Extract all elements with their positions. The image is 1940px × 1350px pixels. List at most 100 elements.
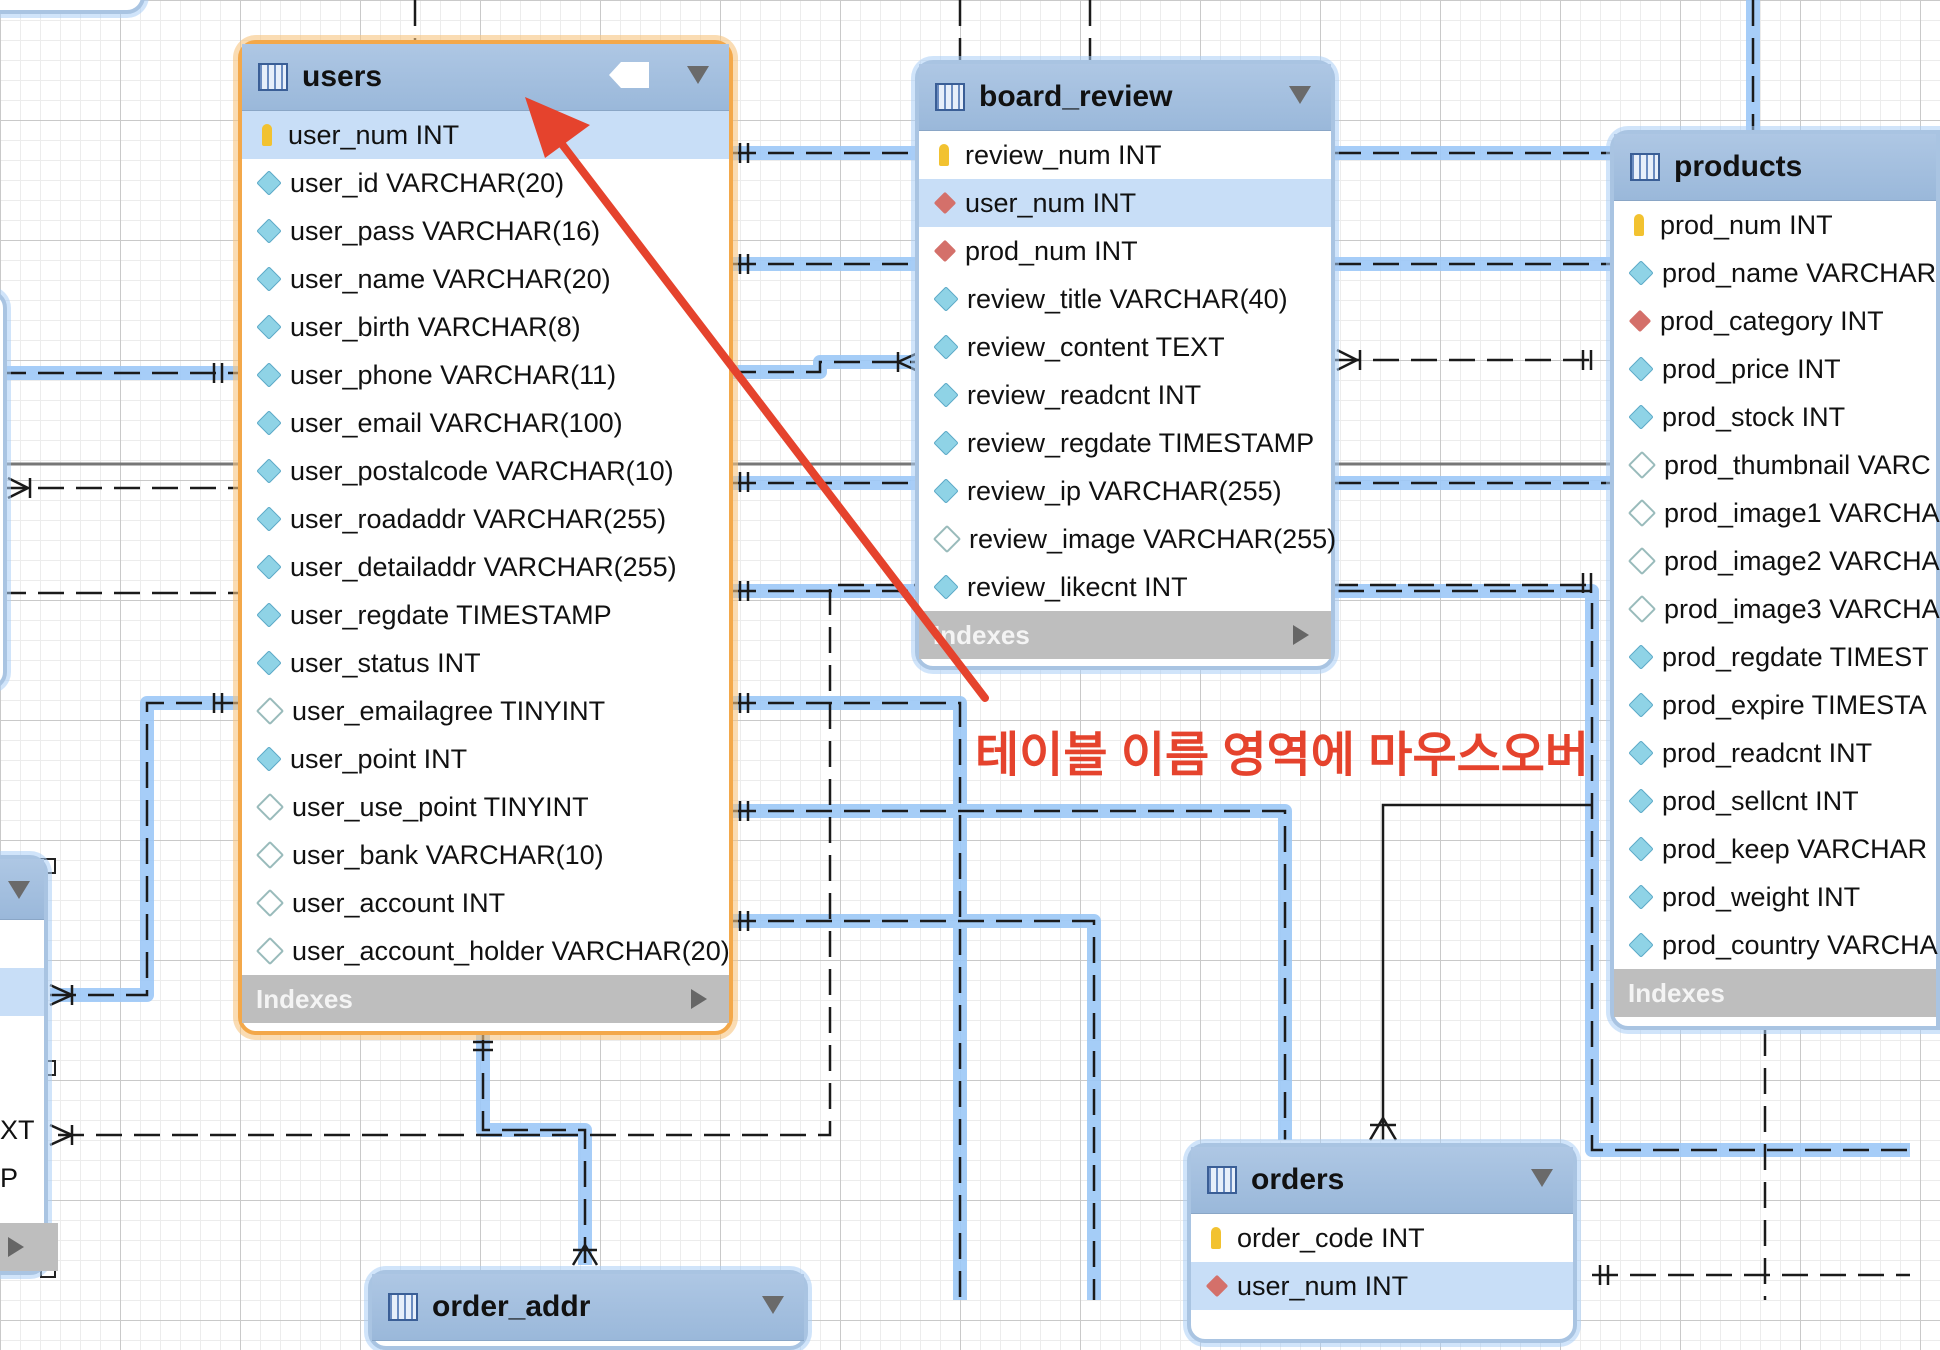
table-column[interactable]: user_phone VARCHAR(11) — [242, 351, 729, 399]
table-icon — [935, 83, 965, 111]
table-name: board_review — [979, 80, 1173, 113]
table-column[interactable]: prod_keep VARCHAR — [1614, 825, 1936, 873]
column-label: review_likecnt INT — [967, 571, 1188, 602]
table-column[interactable]: order_code INT — [1191, 1214, 1573, 1262]
table-column[interactable]: prod_category INT — [1614, 297, 1936, 345]
table-column[interactable]: prod_stock INT — [1614, 393, 1936, 441]
table-column[interactable]: prod_num INT — [1614, 201, 1936, 249]
column-label: prod_image3 VARCHA — [1664, 593, 1940, 624]
table-column[interactable]: review_regdate TIMESTAMP — [919, 419, 1331, 467]
column-diamond-icon — [256, 170, 282, 196]
column-diamond-icon — [256, 314, 282, 340]
tag-icon — [609, 62, 649, 88]
products-table-header[interactable]: products — [1614, 134, 1936, 201]
board-review-table[interactable]: board_review review_num INT user_num INT p… — [915, 60, 1336, 670]
column-diamond-icon — [256, 602, 282, 628]
column-label: user_email VARCHAR(100) — [290, 407, 623, 438]
table-column[interactable]: prod_readcnt INT — [1614, 729, 1936, 777]
partial-table-left[interactable] — [0, 855, 58, 1275]
indexes-footer[interactable]: Indexes — [1614, 969, 1936, 1017]
table-column[interactable]: review_num INT — [919, 131, 1331, 179]
table-column[interactable]: prod_image2 VARCHA — [1614, 537, 1940, 585]
table-column[interactable]: user_num INT — [242, 111, 729, 159]
orders-table[interactable]: orders order_code INT user_num INT — [1187, 1143, 1577, 1343]
table-column[interactable]: prod_image1 VARCHA — [1614, 489, 1940, 537]
table-column[interactable]: prod_weight INT — [1614, 873, 1936, 921]
table-column[interactable]: prod_expire TIMESTA — [1614, 681, 1936, 729]
table-column[interactable]: user_account_holder VARCHAR(20) — [242, 927, 730, 975]
table-column[interactable]: prod_name VARCHAR — [1614, 249, 1936, 297]
table-column[interactable]: user_email VARCHAR(100) — [242, 399, 729, 447]
indexes-label: Indexes — [1628, 977, 1725, 1008]
users-table-header[interactable]: users — [242, 44, 729, 111]
collapse-arrow-icon[interactable] — [762, 1296, 784, 1314]
board-review-table-header[interactable]: board_review — [919, 64, 1331, 131]
column-label: prod_price INT — [1662, 353, 1841, 384]
indexes-footer[interactable]: Indexes — [919, 611, 1331, 659]
partial-table-top-left[interactable] — [0, 0, 145, 14]
partial-table-left-upper[interactable] — [0, 290, 7, 690]
nullable-diamond-icon — [1627, 594, 1657, 624]
table-column[interactable]: review_title VARCHAR(40) — [919, 275, 1331, 323]
table-column[interactable]: user_num INT — [919, 179, 1331, 227]
table-column[interactable]: prod_thumbnail VARC — [1614, 441, 1936, 489]
column-diamond-icon — [933, 478, 959, 504]
table-column[interactable]: prod_image3 VARCHA — [1614, 585, 1940, 633]
table-column[interactable]: review_ip VARCHAR(255) — [919, 467, 1331, 515]
column-label: user_roadaddr VARCHAR(255) — [290, 503, 667, 534]
table-column[interactable]: user_use_point TINYINT — [242, 783, 729, 831]
table-column[interactable]: user_status INT — [242, 639, 729, 687]
table-column[interactable]: user_name VARCHAR(20) — [242, 255, 729, 303]
table-column[interactable]: user_point INT — [242, 735, 729, 783]
table-name: orders — [1251, 1163, 1345, 1196]
table-column[interactable]: user_account INT — [242, 879, 729, 927]
table-column[interactable]: user_emailagree TINYINT — [242, 687, 729, 735]
collapse-arrow-icon[interactable] — [687, 66, 709, 84]
orders-table-header[interactable]: orders — [1191, 1147, 1573, 1214]
table-column[interactable]: user_roadaddr VARCHAR(255) — [242, 495, 729, 543]
table-icon — [1630, 153, 1660, 181]
column-diamond-icon — [1628, 788, 1654, 814]
column-label: user_account_holder VARCHAR(20) — [292, 935, 730, 966]
nullable-diamond-icon — [1627, 450, 1657, 480]
table-column[interactable]: review_image VARCHAR(255) — [919, 515, 1336, 563]
table-column[interactable]: user_postalcode VARCHAR(10) — [242, 447, 729, 495]
table-column[interactable]: review_readcnt INT — [919, 371, 1331, 419]
order-addr-table[interactable]: order_addr — [368, 1270, 808, 1350]
column-diamond-icon — [1628, 740, 1654, 766]
table-column[interactable]: prod_country VARCHA — [1614, 921, 1938, 969]
expand-arrow-icon[interactable] — [8, 881, 30, 899]
table-column[interactable]: user_num INT — [1191, 1262, 1573, 1310]
column-diamond-icon — [256, 746, 282, 772]
table-column[interactable]: prod_num INT — [919, 227, 1331, 275]
nullable-diamond-icon — [255, 792, 285, 822]
table-column[interactable]: review_content TEXT — [919, 323, 1331, 371]
collapse-arrow-icon[interactable] — [1289, 86, 1311, 104]
expand-arrow-icon[interactable] — [1293, 625, 1309, 645]
order-addr-table-header[interactable]: order_addr — [372, 1274, 804, 1341]
column-label: user_name VARCHAR(20) — [290, 263, 611, 294]
table-column[interactable] — [0, 968, 44, 1016]
indexes-footer[interactable]: Indexes — [242, 975, 729, 1023]
table-column[interactable]: user_birth VARCHAR(8) — [242, 303, 729, 351]
column-diamond-icon — [1628, 404, 1654, 430]
table-header[interactable] — [0, 859, 44, 920]
column-label: order_code INT — [1237, 1222, 1425, 1253]
collapse-arrow-icon[interactable] — [1531, 1169, 1553, 1187]
expand-arrow-icon[interactable] — [8, 1237, 24, 1257]
table-column[interactable]: prod_price INT — [1614, 345, 1936, 393]
table-column[interactable]: user_bank VARCHAR(10) — [242, 831, 729, 879]
table-column[interactable]: review_likecnt INT — [919, 563, 1331, 611]
column-diamond-icon — [256, 362, 282, 388]
table-column[interactable]: user_pass VARCHAR(16) — [242, 207, 729, 255]
table-column[interactable]: user_detailaddr VARCHAR(255) — [242, 543, 729, 591]
column-label: user_num INT — [965, 187, 1137, 218]
table-column[interactable]: user_regdate TIMESTAMP — [242, 591, 729, 639]
table-column[interactable]: prod_regdate TIMEST — [1614, 633, 1936, 681]
table-footer[interactable] — [0, 1223, 58, 1271]
table-column[interactable]: prod_sellcnt INT — [1614, 777, 1936, 825]
table-column[interactable]: user_id VARCHAR(20) — [242, 159, 729, 207]
expand-arrow-icon[interactable] — [691, 989, 707, 1009]
